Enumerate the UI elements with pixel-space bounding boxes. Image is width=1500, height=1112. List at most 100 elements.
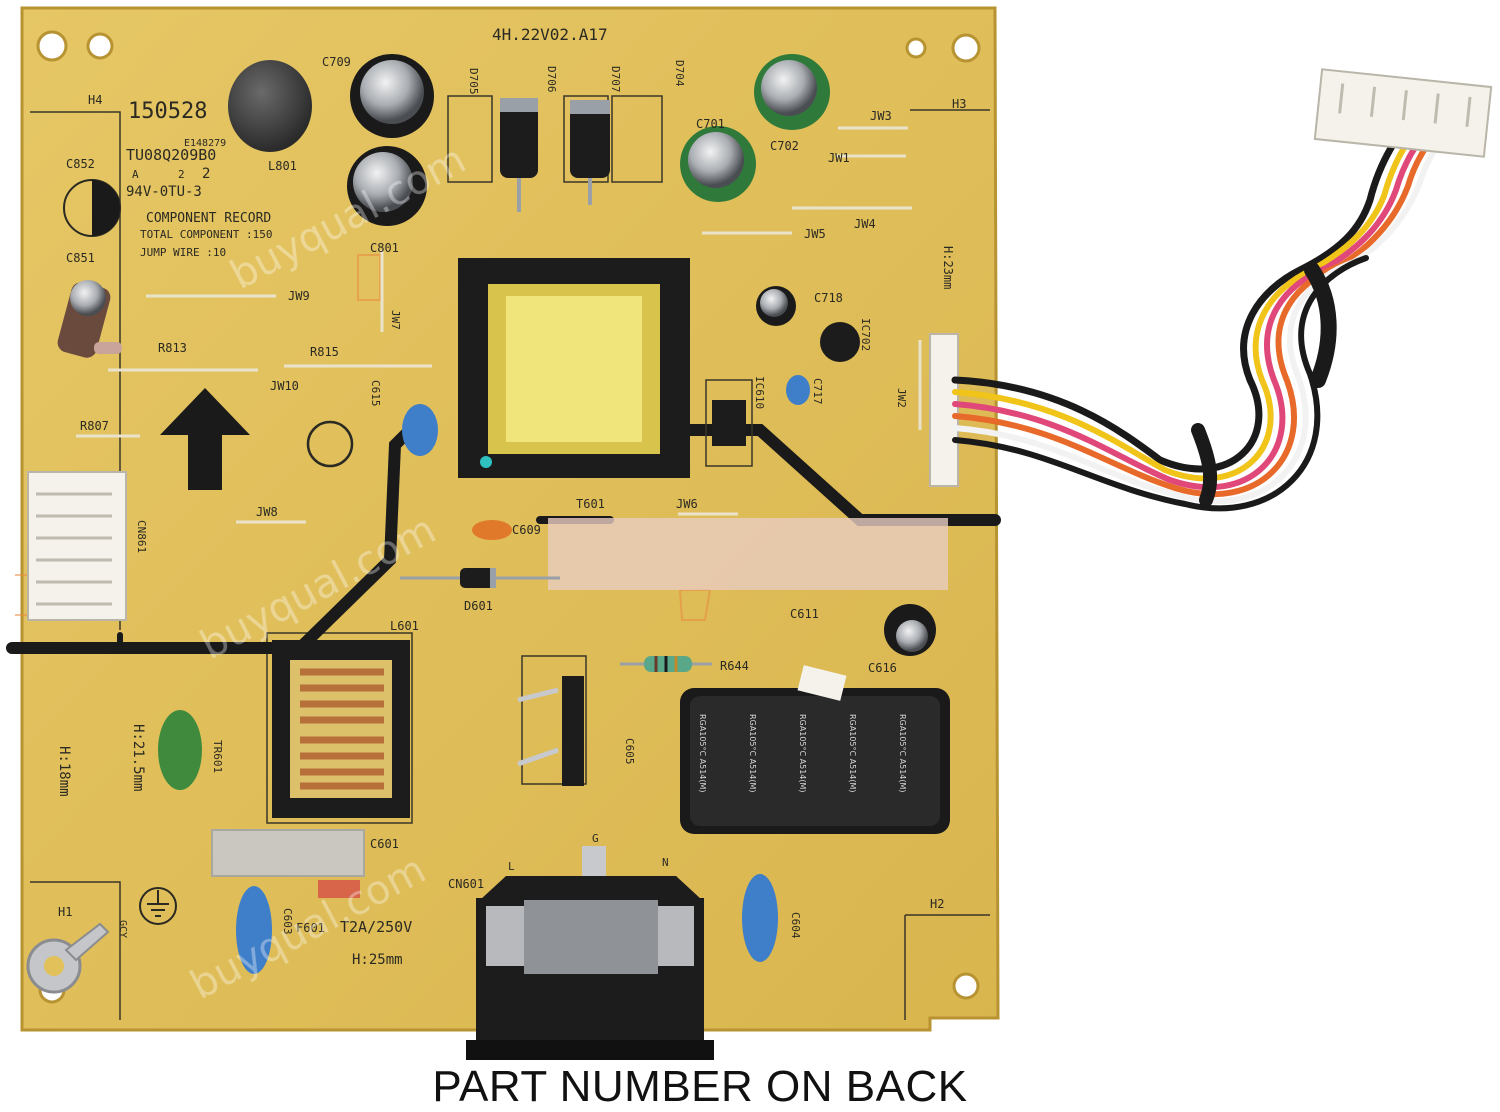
harness-connector [1313, 68, 1493, 158]
label-jw4: JW4 [854, 217, 876, 231]
label-c605: C605 [623, 738, 636, 765]
pcb-id: TU08Q209B0 [126, 146, 216, 164]
height-note-h23: H:23mm [941, 246, 955, 289]
label-c852: C852 [66, 157, 95, 171]
label-l801: L801 [268, 159, 297, 173]
label-cn861: CN861 [135, 520, 148, 553]
pin-label-l: L [508, 860, 515, 873]
mounting-hole-icon [905, 37, 927, 59]
pin-label-n: N [662, 856, 669, 869]
bridge-rectifier [517, 655, 587, 786]
connector-jw2 [929, 333, 959, 487]
cap-sleeve-text-4: RGA105°C A514(M) [848, 714, 857, 793]
label-ic702: IC702 [859, 318, 872, 351]
capacitor-c604 [742, 874, 778, 962]
label-jw5: JW5 [804, 227, 826, 241]
label-d601: D601 [464, 599, 493, 613]
label-r813: R813 [158, 341, 187, 355]
capacitor-c616 [884, 604, 936, 656]
label-jw7: JW7 [389, 310, 402, 330]
capacitor-c601 [211, 829, 365, 877]
lot-code: 150528 [128, 99, 207, 124]
label-d706: D706 [545, 66, 558, 93]
label-tr601: TR601 [211, 740, 224, 773]
jump-wire-count: JUMP WIRE :10 [140, 246, 226, 259]
diode-d707 [570, 100, 610, 205]
label-jw1: JW1 [828, 151, 850, 165]
diode-d601 [400, 568, 560, 588]
ac-inlet-cn601 [466, 846, 714, 1060]
label-ic610: IC610 [753, 376, 766, 409]
label-c709: C709 [322, 55, 351, 69]
label-c702: C702 [770, 139, 799, 153]
mounting-hole-icon [951, 33, 981, 63]
height-note-h25: H:25mm [352, 952, 403, 968]
mounting-hole-icon [952, 972, 980, 1000]
label-f601: F601 [296, 921, 325, 935]
label-h3: H3 [952, 97, 966, 111]
label-cn601: CN601 [448, 877, 484, 891]
capacitor-c701 [680, 126, 756, 202]
wire-harness [951, 106, 1475, 512]
capacitor-c609 [472, 520, 512, 540]
label-c601: C601 [370, 837, 399, 851]
jump-wires [76, 126, 922, 524]
connector-cn861 [27, 471, 127, 621]
board-part-code: 4H.22V02.A17 [492, 25, 608, 44]
direction-arrow-icon [160, 388, 250, 490]
bulk-capacitor [680, 665, 950, 834]
capacitor-c801 [347, 146, 427, 226]
capacitor-c851 [57, 280, 111, 358]
label-c717: C717 [811, 378, 824, 405]
height-note-h18: H:18mm [56, 746, 72, 797]
label-h4: H4 [88, 93, 102, 107]
fuse-f601 [318, 880, 360, 898]
label-c701: C701 [696, 117, 725, 131]
label-c615: C615 [369, 380, 382, 407]
e1-mark-icon [306, 420, 354, 468]
cap-sleeve-text-1: RGA105°C A514(M) [698, 714, 707, 793]
label-h1: H1 [58, 905, 72, 919]
gnd-label: GCY [117, 920, 128, 938]
label-c851: C851 [66, 251, 95, 265]
mounting-holes [36, 30, 981, 1004]
ul-file: E148279 [184, 138, 226, 149]
label-d707: D707 [609, 66, 622, 93]
label-jw10: JW10 [270, 379, 299, 393]
label-jw2: JW2 [895, 388, 908, 408]
regulator-ic702 [820, 322, 860, 362]
height-note-h215: H:21.5mm [130, 724, 146, 791]
capacitor-c718 [756, 286, 796, 326]
label-d705: D705 [467, 68, 480, 95]
diode-d706 [500, 98, 538, 212]
part-number-caption: PART NUMBER ON BACK [432, 1062, 968, 1111]
label-jw3: JW3 [870, 109, 892, 123]
choke-l601 [272, 640, 410, 818]
ground-symbol-icon [139, 887, 177, 925]
mounting-hole-icon [86, 32, 114, 60]
label-h2: H2 [930, 897, 944, 911]
resistor-r813 [94, 342, 122, 354]
capacitor-c702 [754, 54, 830, 130]
rev-box-1: A [132, 168, 139, 181]
blurred-sticker [548, 518, 948, 590]
label-c603: C603 [281, 908, 294, 935]
label-jw8: JW8 [256, 505, 278, 519]
pin-label-g: G [592, 832, 599, 845]
resistor-r644 [620, 656, 712, 672]
label-c604: C604 [789, 912, 802, 939]
cap-sleeve-text-5: RGA105°C A514(M) [898, 714, 907, 793]
label-r807: R807 [80, 419, 109, 433]
total-component: TOTAL COMPONENT :150 [140, 228, 272, 241]
ground-lug [26, 922, 110, 994]
label-c718: C718 [814, 291, 843, 305]
rev-box-2: 2 [178, 168, 185, 181]
label-t601: T601 [576, 497, 605, 511]
label-l601: L601 [390, 619, 419, 633]
label-r644: R644 [720, 659, 749, 673]
mounting-hole-icon [36, 30, 68, 62]
optocoupler-ic610 [705, 379, 753, 467]
label-c801: C801 [370, 241, 399, 255]
fuse-rating: T2A/250V [340, 918, 412, 936]
silkscreen-outlines [30, 95, 990, 1020]
